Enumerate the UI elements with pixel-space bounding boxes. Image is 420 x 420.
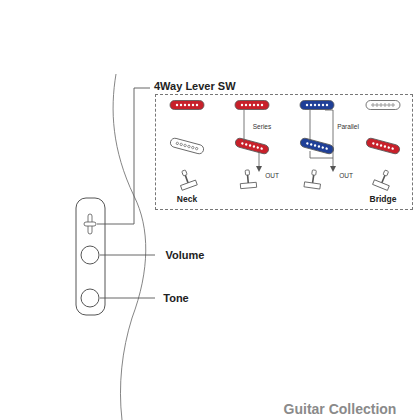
bridge-pickup xyxy=(234,137,269,154)
parallel-label: Parallel xyxy=(336,124,360,131)
leader-line xyxy=(100,255,155,256)
position-label: Neck xyxy=(176,195,198,204)
tone-knob xyxy=(81,289,99,307)
neck-pickup xyxy=(235,101,269,110)
out-label: OUT xyxy=(264,173,280,180)
control-label: Volume xyxy=(165,250,206,261)
control-label: Tone xyxy=(162,293,189,304)
lever-icon xyxy=(373,168,395,191)
lever-icon xyxy=(239,169,257,188)
watermark: Guitar Collection xyxy=(283,402,398,416)
out-label: OUT xyxy=(338,173,354,180)
lever-switch xyxy=(84,214,96,234)
leader-line xyxy=(100,298,155,299)
panel-heading: 4Way Lever SW xyxy=(152,81,240,92)
bridge-pickup xyxy=(365,137,400,154)
control-plate xyxy=(76,198,105,315)
volume-knob xyxy=(81,246,99,264)
lever-icon xyxy=(304,169,322,189)
lever-icon xyxy=(176,168,197,190)
body-outline xyxy=(113,74,146,420)
bridge-pickup xyxy=(299,137,334,154)
bridge-pickup xyxy=(169,137,204,154)
leader-line xyxy=(97,88,150,224)
position-label: Bridge xyxy=(369,195,398,204)
series-label: Series xyxy=(252,124,272,131)
out-arrow xyxy=(256,166,262,172)
out-arrow xyxy=(330,166,336,172)
switch-panel: 4Way Lever SW xyxy=(155,94,413,210)
neck-pickup xyxy=(170,101,204,110)
neck-pickup xyxy=(366,101,400,110)
wiring xyxy=(244,110,333,168)
neck-pickup xyxy=(300,101,334,110)
